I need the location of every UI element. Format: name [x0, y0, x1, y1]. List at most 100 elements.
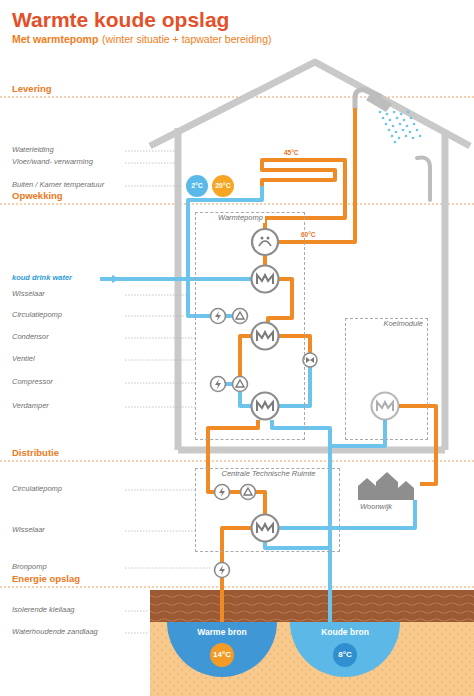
- node-fill: [167, 622, 277, 677]
- part-label: Waterhoudende zandlaag: [12, 628, 98, 637]
- cold-pipe: [279, 500, 415, 528]
- node-fill: [212, 175, 234, 197]
- leader-line: [125, 151, 175, 152]
- boiler-symbol: [252, 229, 278, 255]
- pump-symbol: [303, 353, 317, 367]
- temperature-tag: 60°C: [300, 231, 317, 238]
- heat-exchanger-symbol: [372, 393, 399, 420]
- cold-pipe: [330, 420, 385, 446]
- drink-water-arrow: [112, 275, 120, 283]
- leader-line: [125, 186, 182, 187]
- shower-fixture: [355, 90, 430, 200]
- section-heading: Opwekking: [12, 191, 63, 202]
- leader-line: [125, 611, 148, 612]
- house-outline: [150, 62, 470, 146]
- leader-line: [125, 151, 212, 633]
- pump-symbol: [211, 309, 318, 578]
- section-heading: Levering: [12, 84, 52, 95]
- cold-pipe: [279, 367, 310, 406]
- shower-fixture: [385, 123, 388, 126]
- ground-layers: [150, 590, 474, 696]
- pump-symbol: [211, 377, 226, 392]
- woonwijk-houses: [398, 481, 414, 500]
- shower-fixture: [386, 113, 389, 116]
- shower-fixture: [398, 137, 401, 140]
- boiler-symbol: [267, 237, 270, 240]
- shower-fixture: [416, 129, 419, 132]
- pump-symbol: [241, 485, 256, 500]
- pipe-connector: [328, 552, 332, 624]
- heat-exchanger-symbol: [252, 266, 399, 542]
- temperature-circle: 20°C: [212, 175, 234, 197]
- part-label: Condensor: [12, 333, 49, 342]
- hot-pipe: [208, 108, 436, 552]
- shower-fixture: [393, 111, 396, 114]
- hot-pipe: [208, 420, 258, 440]
- leader-line: [125, 360, 196, 361]
- boiler-symbol: [259, 241, 271, 246]
- shower-fixture: [409, 131, 412, 134]
- heat-exchanger-symbol: [252, 323, 279, 350]
- shower-fixture: [403, 119, 406, 122]
- pump-symbol: [215, 563, 230, 578]
- woonwijk-houses: [358, 472, 414, 500]
- leader-line: [125, 163, 175, 164]
- source-name: Warme bron: [197, 628, 246, 638]
- hot-pipe: [279, 336, 310, 353]
- house-outline: [150, 62, 470, 450]
- leader-line: [125, 338, 196, 339]
- shower-fixture: [396, 117, 399, 120]
- pump-symbol: [233, 309, 248, 324]
- shower-fixture: [392, 125, 395, 128]
- part-label: Isolerende kleilaag: [12, 606, 75, 615]
- hot-pipe: [263, 255, 267, 265]
- hot-pipe: [262, 160, 345, 229]
- system-region: Centrale Technische Ruimte: [195, 468, 340, 552]
- aquifer-source: Koude bron8°C: [290, 622, 400, 677]
- shower-fixture: [388, 129, 391, 132]
- section-line: [0, 587, 474, 588]
- section-line: [0, 461, 474, 462]
- drink-water-arrow: [112, 275, 120, 283]
- part-label: Verdamper: [12, 402, 49, 411]
- system-region: Koelmodule: [345, 318, 428, 440]
- shower-fixture: [399, 123, 402, 126]
- part-label: Vloer/wand- verwarming: [12, 158, 93, 167]
- part-label: Circulatiepomp: [12, 311, 62, 320]
- leader-line: [125, 490, 196, 491]
- cold-pipe: [240, 392, 251, 406]
- heat-exchanger-symbol: [252, 515, 279, 542]
- cold-pipe: [100, 277, 251, 281]
- cold-pipe: [226, 314, 232, 318]
- part-label: Buiten / Kamer temperatuur: [12, 181, 104, 190]
- temperature-value: 20°C: [215, 182, 231, 190]
- cold-pipe: [100, 186, 415, 552]
- leader-line: [125, 407, 196, 408]
- house-outline: [442, 130, 449, 450]
- leader-line: [125, 531, 196, 532]
- boiler-symbol: [252, 229, 278, 255]
- hot-pipe: [230, 490, 240, 494]
- section-heading: Distributie: [12, 448, 59, 459]
- shower-fixture: [379, 111, 422, 144]
- hot-pipe: [208, 468, 214, 492]
- node-fill: [290, 622, 400, 677]
- leader-line: [125, 568, 212, 569]
- leader-line: [125, 316, 184, 317]
- shower-fixture: [413, 123, 416, 126]
- shower-fixture: [407, 111, 410, 114]
- part-label: Wisselaar: [12, 290, 45, 299]
- pump-symbol: [233, 377, 248, 392]
- shower-fixture: [406, 125, 409, 128]
- ground-layers: [150, 622, 474, 696]
- leader-line: [125, 383, 196, 384]
- part-label: Ventiel: [12, 355, 35, 364]
- subtitle: Met warmtepomp: [12, 33, 98, 45]
- source-temperature: 8°C: [333, 643, 357, 667]
- shower-fixture: [402, 129, 405, 132]
- section-line: [0, 97, 474, 587]
